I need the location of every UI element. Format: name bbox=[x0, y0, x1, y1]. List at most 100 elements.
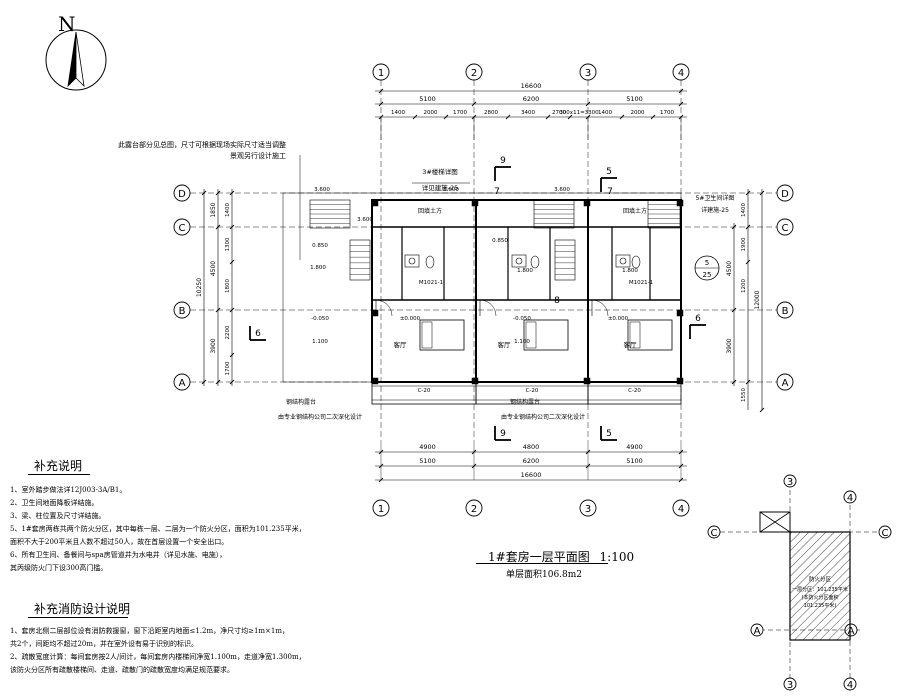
key-row-left-C bbox=[707, 525, 721, 539]
elev-label: -0.050 bbox=[513, 316, 531, 322]
notes-line: 5、1#套房两栋共两个防火分区，其中每栋一层、二层为一个防火分区，面积为101.… bbox=[10, 525, 306, 533]
key-col-top-3 bbox=[783, 474, 797, 488]
plan-title: 1#套房一层平面图 1:100 bbox=[488, 548, 634, 565]
key-zone-line: 101.235平米) bbox=[804, 602, 837, 609]
dim-tick bbox=[759, 190, 765, 196]
stair-center-b bbox=[554, 239, 576, 281]
notes-line: 2、卫生间地面降板详结施。 bbox=[10, 499, 99, 507]
balcony-note-line-1: 此露台部分见总图，尺寸可根据现场实际尺寸适当调整 bbox=[118, 141, 286, 149]
dim-tick bbox=[731, 379, 737, 385]
dim-tick bbox=[745, 259, 751, 265]
balcony-note-line-2: 景观另行设计施工 bbox=[230, 152, 286, 160]
section-5-bottom-text: 5 bbox=[606, 429, 612, 439]
dim-right-detail: 1900 bbox=[741, 237, 747, 251]
dim-tick bbox=[443, 114, 449, 120]
dim-tick bbox=[215, 379, 221, 385]
dim-left-detail: 1700 bbox=[225, 361, 231, 375]
key-zone-line: 一层分区：101.235平米 bbox=[792, 586, 848, 593]
dim-top-detail: 2000 bbox=[424, 110, 438, 116]
bed-pillow bbox=[421, 321, 433, 349]
steel-terrace-label-2: 钢结构露台 bbox=[510, 398, 540, 406]
dim-tick bbox=[731, 224, 737, 230]
grid-col-bottom-1-text: 1 bbox=[378, 504, 384, 515]
stair-left-b bbox=[349, 239, 371, 281]
grid-col-top-2-text: 2 bbox=[471, 68, 477, 79]
dim-tick bbox=[505, 114, 511, 120]
elev-label: -0.050 bbox=[311, 316, 329, 322]
beam-label: C-20 bbox=[526, 388, 539, 394]
dim-tick bbox=[229, 352, 235, 358]
dim-top-detail: 2000 bbox=[631, 110, 645, 116]
washbasin bbox=[511, 254, 527, 268]
wc-detail-label: 5#卫生间详图 bbox=[696, 194, 735, 202]
grid-col-top-4-text: 4 bbox=[678, 68, 684, 79]
dim-right-detail: 1200 bbox=[741, 279, 747, 293]
dim-left-detail: 2200 bbox=[225, 325, 231, 339]
dim-top-detail: 2800 bbox=[484, 110, 498, 116]
dim-bottom-detail: 4900 bbox=[419, 443, 436, 451]
pillar bbox=[583, 199, 591, 207]
door-swing bbox=[591, 299, 609, 317]
bed bbox=[627, 319, 673, 351]
washbasin bbox=[404, 254, 420, 268]
pillar bbox=[583, 377, 591, 385]
elev-label: ±0.000 bbox=[608, 316, 629, 322]
key-col-bottom-4-text: 4 bbox=[847, 680, 853, 691]
north-arrow-right bbox=[75, 31, 85, 88]
steel-terrace-label-1: 钢结构露台 bbox=[286, 398, 316, 406]
dim-tick bbox=[215, 190, 221, 196]
door-swing bbox=[375, 299, 393, 317]
key-stair-x bbox=[759, 511, 791, 533]
grid-row-right-B-text: B bbox=[782, 306, 789, 317]
notes-body: 1、室外踏步做法详12J003-3A/B1。2、卫生间地面降板详结施。3、梁、柱… bbox=[10, 485, 306, 576]
key-col-top-3-text: 3 bbox=[787, 477, 793, 488]
section-9-bottom-text: 9 bbox=[500, 429, 506, 439]
fire-notes-line: 该防火分区所有疏散楼梯间、走道、疏散门的疏散宽度均满足规范要求。 bbox=[10, 666, 234, 674]
dim-top-detail: 2700 bbox=[552, 110, 566, 116]
dim-tick bbox=[229, 190, 235, 196]
key-row-right-A-text: A bbox=[848, 626, 855, 637]
toilet-icon bbox=[425, 255, 435, 269]
dim-right-total: 12000 bbox=[754, 290, 761, 309]
grid-row-right-C-text: C bbox=[782, 223, 789, 234]
elev-label: 1.800 bbox=[310, 265, 326, 271]
north-circle bbox=[45, 29, 107, 91]
living-label-3: 客厅 bbox=[624, 340, 638, 349]
notes-line: 面积不大于200平米且人数不超过50人，故在首层设置一个安全出口。 bbox=[10, 538, 229, 546]
grid-col-bottom-2 bbox=[465, 499, 483, 517]
bed bbox=[523, 319, 569, 351]
dim-bottom-bay: 5100 bbox=[419, 457, 436, 465]
living-label-1: 客厅 bbox=[394, 340, 408, 349]
washbasin bbox=[615, 254, 631, 268]
grid-row-left-C-text: C bbox=[179, 223, 186, 234]
washbasin-bowl bbox=[515, 257, 523, 265]
elev-label: 1.100 bbox=[312, 339, 328, 345]
terrace-outline bbox=[282, 192, 682, 383]
dim-tick bbox=[229, 307, 235, 313]
living-label-2: 客厅 bbox=[498, 340, 512, 349]
stair-ref-label: 详见建施-25 bbox=[422, 183, 459, 192]
washbasin-bowl bbox=[619, 257, 627, 265]
grid-row-right-A-text: A bbox=[782, 378, 789, 389]
dim-tick bbox=[745, 379, 751, 385]
elev-label: 3.600 bbox=[357, 217, 373, 223]
fire-notes-title: 补充消防设计说明 bbox=[34, 602, 131, 616]
pillar bbox=[371, 377, 379, 385]
elev-label: 3.600 bbox=[554, 187, 570, 193]
grid-col-top-3-text: 3 bbox=[585, 68, 591, 79]
backfill-label-2: 回填土方 bbox=[623, 207, 647, 215]
key-stair-box bbox=[759, 511, 791, 533]
dim-right: 3900 bbox=[726, 338, 733, 353]
grid-col-bottom-4 bbox=[672, 499, 690, 517]
section-7-text: 7 bbox=[494, 187, 500, 197]
dim-bottom-total: 16600 bbox=[521, 471, 542, 479]
pillar bbox=[676, 309, 684, 317]
dim-tick bbox=[619, 114, 625, 120]
key-zone-label: 防火分区 bbox=[809, 575, 832, 583]
fire-notes-line: 2、疏散宽度计算：每间套房按2人/间计，每间套房内楼梯间净宽1.100m，走道净… bbox=[10, 653, 306, 661]
dim-left-detail: 1800 bbox=[225, 279, 231, 293]
dim-tick bbox=[678, 101, 684, 107]
toilet-icon bbox=[530, 255, 540, 269]
dim-tick bbox=[412, 114, 418, 120]
elev-label: 1.100 bbox=[514, 339, 530, 345]
